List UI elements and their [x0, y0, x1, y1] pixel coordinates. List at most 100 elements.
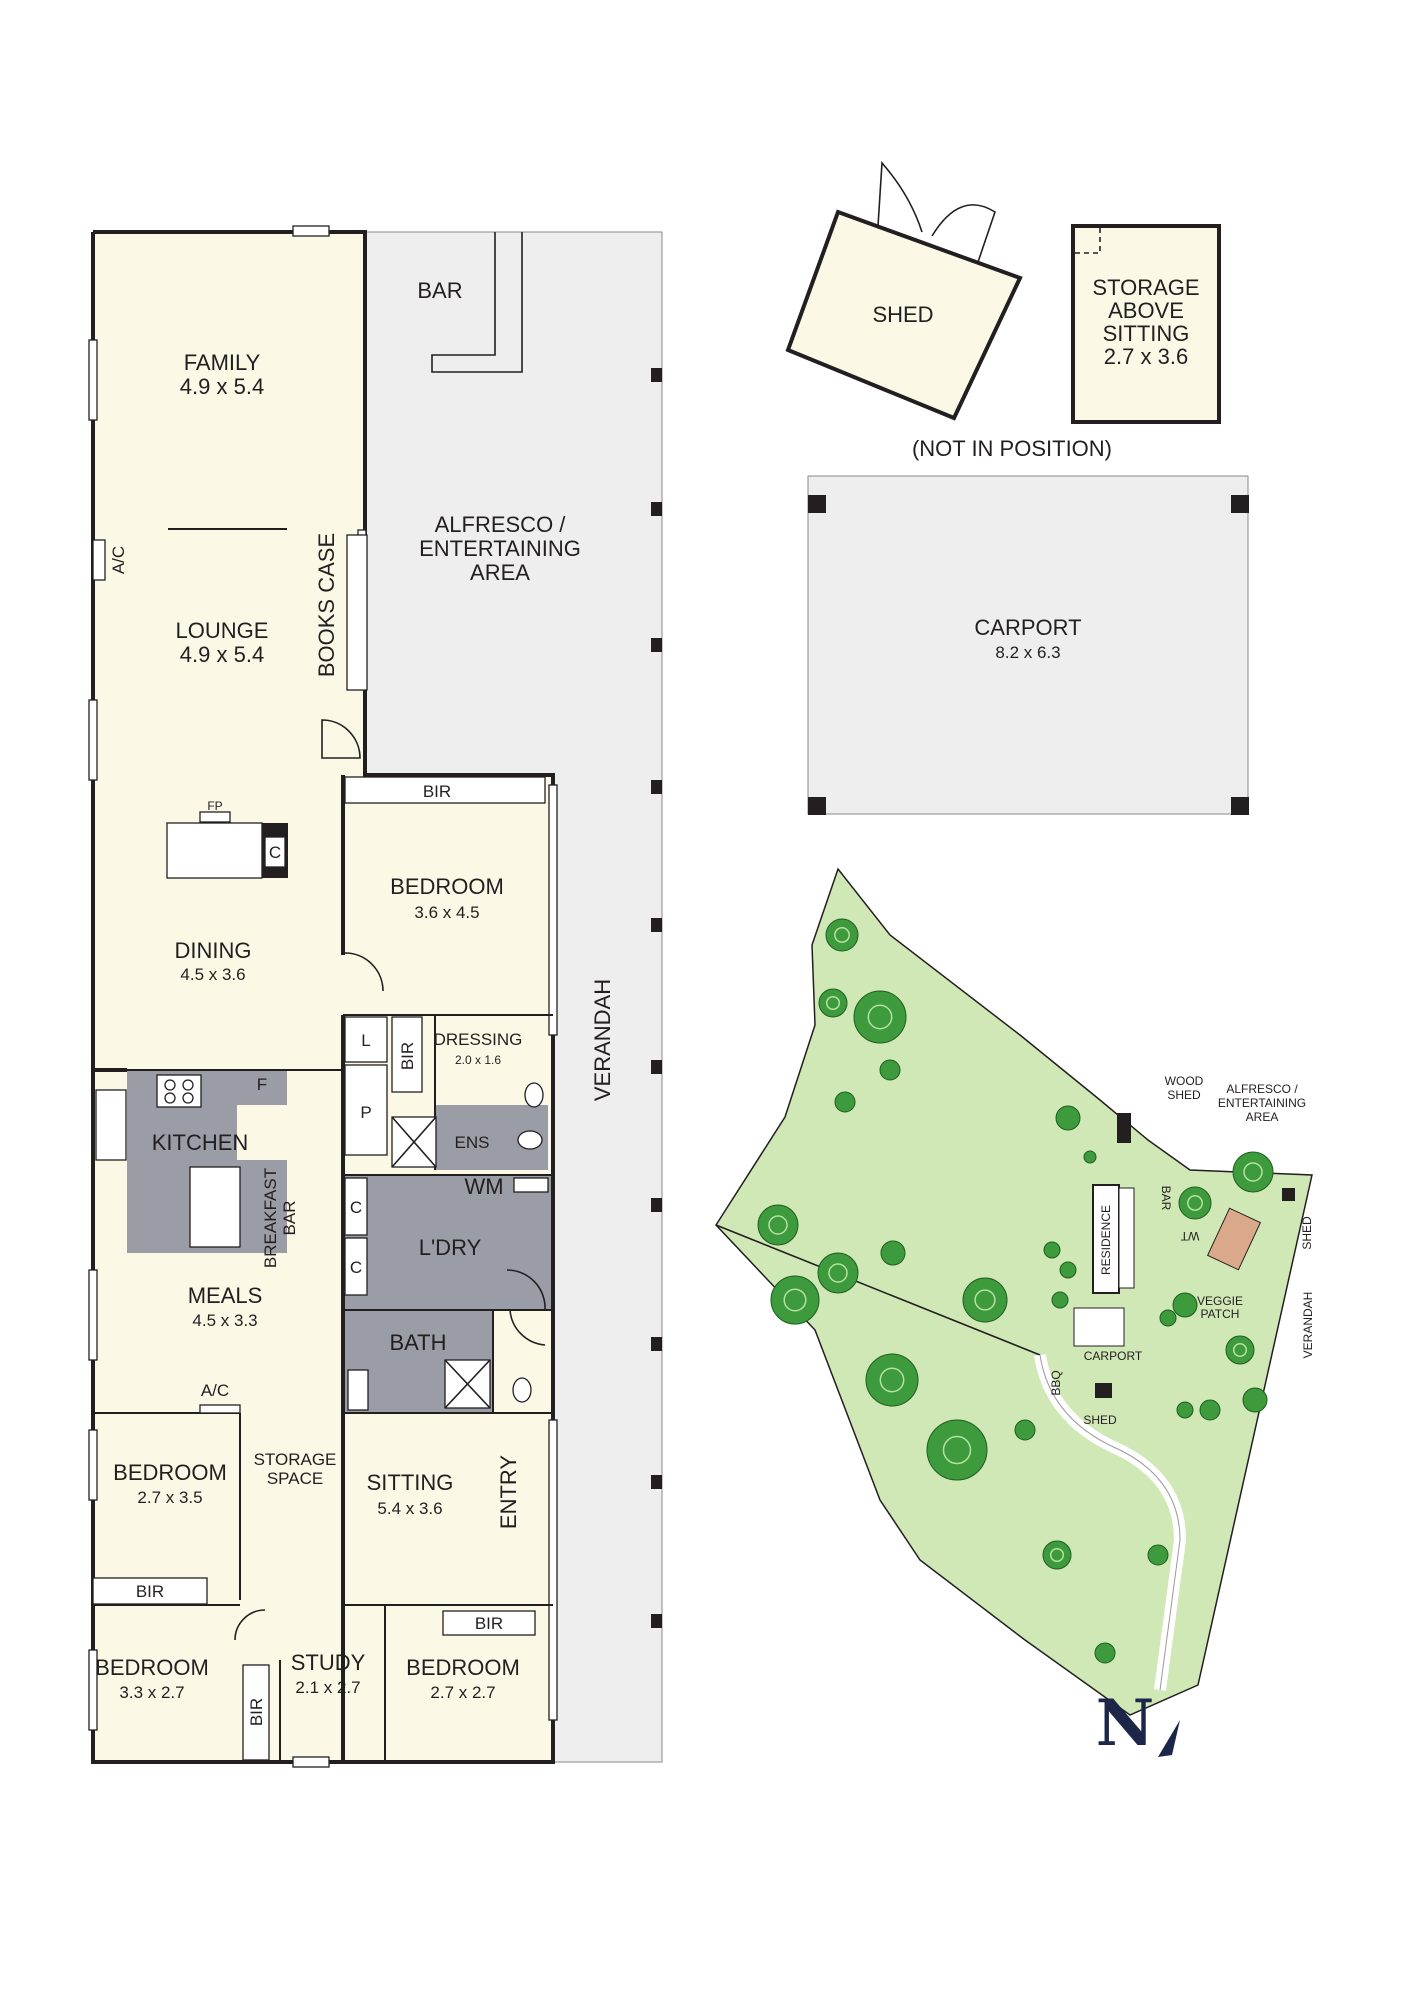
door-swings — [234, 719, 546, 1641]
storage-label-3: SITTING — [1103, 321, 1190, 346]
tree-icon — [1043, 1241, 1061, 1259]
breakfast-bar-label-2: BAR — [280, 1201, 299, 1236]
site-shed-south-label: SHED — [1083, 1413, 1117, 1427]
site-verandah — [1118, 1187, 1135, 1289]
kitchen-fill — [127, 1070, 287, 1253]
bedroom-2-label: BEDROOM — [113, 1460, 227, 1485]
bedroom-4-size: 2.7 x 2.7 — [430, 1683, 495, 1702]
alfresco-label-2: ENTERTAINING — [419, 536, 581, 561]
tree-canopy-detail — [1232, 1342, 1248, 1358]
site-wood-shed — [1117, 1113, 1131, 1143]
ac-meals-label: A/C — [201, 1381, 229, 1400]
tree-canopy-detail — [783, 1288, 807, 1312]
pantry-label: P — [360, 1103, 371, 1122]
family-size: 4.9 x 5.4 — [180, 374, 264, 399]
bedroom-2-size: 2.7 x 3.5 — [137, 1488, 202, 1507]
north-arrow-icon — [1158, 1720, 1180, 1757]
storage-size: 2.7 x 3.6 — [1104, 344, 1188, 369]
site-shed-east — [1282, 1188, 1295, 1201]
storage-space-label-1: STORAGE — [254, 1450, 337, 1469]
tree-icon — [926, 1419, 988, 1481]
tree-canopy-detail — [1049, 1547, 1065, 1563]
site-alfresco-label-2: ENTERTAINING — [1218, 1096, 1306, 1110]
bir-main-label: BIR — [423, 782, 451, 801]
tree-canopy-detail — [974, 1289, 996, 1311]
study-label: STUDY — [291, 1650, 366, 1675]
wm-label: WM — [464, 1174, 503, 1199]
bedroom-3-size: 3.3 x 2.7 — [119, 1683, 184, 1702]
tree-icon — [1083, 1150, 1097, 1164]
not-in-position-label: (NOT IN POSITION) — [912, 436, 1112, 461]
tree-icon — [880, 1240, 906, 1266]
c-fireplace-label: C — [269, 843, 281, 862]
tree-icon — [1051, 1291, 1069, 1309]
tree-icon — [1178, 1186, 1212, 1220]
site-bbq-label: BBQ — [1049, 1370, 1063, 1395]
tree-icon — [879, 1059, 901, 1081]
tree-icon — [853, 990, 907, 1044]
outbuildings: SHED STORAGE ABOVE SITTING 2.7 x 3.6 (NO… — [785, 161, 1249, 815]
tree-canopy-detail — [867, 1004, 893, 1030]
tree-icon — [770, 1275, 820, 1325]
ac-top-label: A/C — [109, 546, 128, 574]
tree-canopy-detail — [825, 995, 841, 1011]
tree-icon — [1176, 1401, 1194, 1419]
tree-icon — [817, 1252, 859, 1294]
site-carport-label: CARPORT — [1084, 1349, 1143, 1363]
storage-label-2: ABOVE — [1108, 298, 1184, 323]
site-plan: WOOD SHED ALFRESCO / ENTERTAINING AREA B… — [715, 867, 1315, 1716]
lounge-size: 4.9 x 5.4 — [180, 642, 264, 667]
site-verandah-label: VERANDAH — [1301, 1292, 1315, 1359]
bedroom-4-label: BEDROOM — [406, 1655, 520, 1680]
dressing-size: 2.0 x 1.6 — [455, 1053, 501, 1067]
site-division-line — [715, 1224, 1041, 1356]
site-residence-label: RESIDENCE — [1099, 1205, 1113, 1275]
bir-bed2-label: BIR — [136, 1582, 164, 1601]
verandah-posts — [651, 368, 662, 1628]
study-size: 2.1 x 2.7 — [295, 1678, 360, 1697]
bir-bed3-label: BIR — [247, 1698, 266, 1726]
family-label: FAMILY — [184, 350, 261, 375]
sitting-size: 5.4 x 3.6 — [377, 1499, 442, 1518]
fp-label: FP — [207, 799, 222, 813]
site-alfresco-label-3: AREA — [1246, 1110, 1279, 1124]
tree-canopy-detail — [942, 1435, 972, 1465]
tree-icon — [1055, 1105, 1081, 1131]
bedroom-3-label: BEDROOM — [95, 1655, 209, 1680]
storage-building: STORAGE ABOVE SITTING 2.7 x 3.6 — [1071, 224, 1221, 424]
ens-label: ENS — [455, 1133, 490, 1152]
carport-size: 8.2 x 6.3 — [995, 643, 1060, 662]
lounge-label: LOUNGE — [176, 618, 269, 643]
cupboard-2-label: C — [350, 1258, 362, 1277]
tree-icon — [1159, 1309, 1177, 1327]
tree-icon — [1242, 1387, 1268, 1413]
alfresco-label-1: ALFRESCO / — [435, 512, 567, 537]
tree-icon — [1147, 1544, 1169, 1566]
tree-icon — [962, 1277, 1008, 1323]
fridge-label: F — [257, 1075, 267, 1094]
main-house: FAMILY 4.9 x 5.4 LOUNGE 4.9 x 5.4 DINING… — [88, 225, 663, 1768]
tree-icon — [1232, 1151, 1274, 1193]
site-veggie-label-1: VEGGIE — [1197, 1294, 1243, 1308]
site-shed-east-label: SHED — [1300, 1216, 1314, 1250]
site-wood-label-1: WOOD — [1165, 1074, 1204, 1088]
site-wood-label-2: SHED — [1167, 1088, 1201, 1102]
dining-label: DINING — [175, 938, 252, 963]
storage-label-1: STORAGE — [1092, 275, 1199, 300]
carport-label: CARPORT — [974, 615, 1081, 640]
linen-label: L — [361, 1031, 370, 1050]
bar-label: BAR — [417, 278, 462, 303]
books-case-label: BOOKS CASE — [314, 533, 339, 677]
site-veggie-patch — [1206, 1207, 1262, 1271]
fixtures — [92, 534, 549, 1761]
tree-icon — [1199, 1399, 1221, 1421]
north-letter: N — [1096, 1686, 1155, 1761]
entry-label: ENTRY — [496, 1455, 521, 1529]
site-carport — [1073, 1307, 1125, 1347]
tree-canopy-detail — [879, 1367, 905, 1393]
tree-icon — [825, 918, 859, 952]
tree-icon — [1094, 1642, 1116, 1664]
bir-dressing-label: BIR — [398, 1042, 417, 1070]
tree-canopy-detail — [1187, 1195, 1203, 1211]
